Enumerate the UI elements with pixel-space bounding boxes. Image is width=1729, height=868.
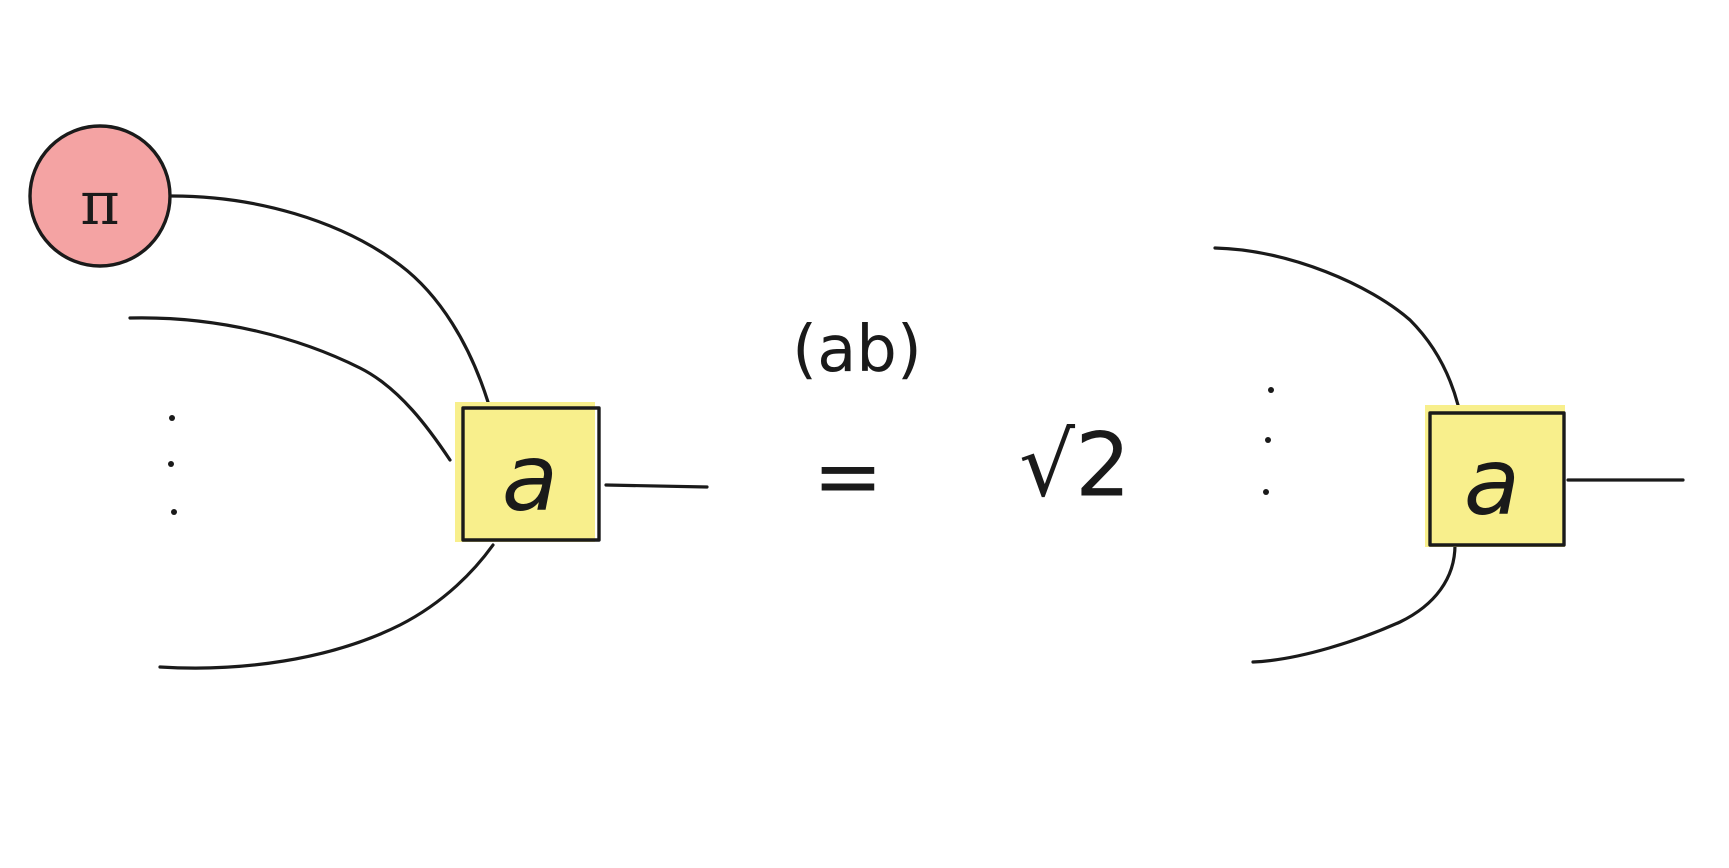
lhs-diagram: π a — [28, 124, 709, 670]
rhs-ellipsis-dot — [1263, 489, 1269, 495]
lhs-ellipsis — [168, 415, 177, 515]
rhs-ellipsis-dot — [1265, 437, 1271, 443]
rhs-ellipsis — [1263, 387, 1274, 495]
rhs-ellipsis-dot — [1268, 387, 1274, 393]
equation-annotation: (ab) — [792, 313, 922, 387]
phase-node-circle — [28, 124, 172, 268]
lhs-wire-phase-to-box — [170, 194, 490, 404]
lhs-wire-output — [604, 483, 709, 489]
rhs-wire-lower-input — [1251, 543, 1457, 664]
lhs-box-label: a — [502, 425, 558, 532]
rhs-box-outline — [1428, 411, 1566, 547]
rhs-wire-upper-input — [1213, 246, 1460, 407]
rhs-diagram: a — [1213, 246, 1685, 664]
rhs-box-highlight — [1425, 405, 1565, 547]
equation: (ab) = √2 — [792, 313, 1131, 525]
lhs-box-outline — [461, 406, 601, 542]
lhs-wire-upper-input — [128, 316, 452, 462]
rhs-box: a — [1425, 405, 1566, 547]
equals-sign: = — [813, 427, 883, 525]
lhs-ellipsis-dot — [168, 461, 174, 467]
lhs-phase-node: π — [28, 124, 172, 268]
lhs-ellipsis-dot — [171, 509, 177, 515]
lhs-box-highlight — [455, 402, 595, 542]
phase-node-label: π — [80, 169, 119, 239]
rhs-box-label: a — [1464, 429, 1520, 536]
lhs-box: a — [455, 402, 601, 542]
lhs-ellipsis-dot — [169, 415, 175, 421]
lhs-wire-lower-input — [158, 543, 495, 670]
scalar-factor: √2 — [1019, 414, 1131, 517]
